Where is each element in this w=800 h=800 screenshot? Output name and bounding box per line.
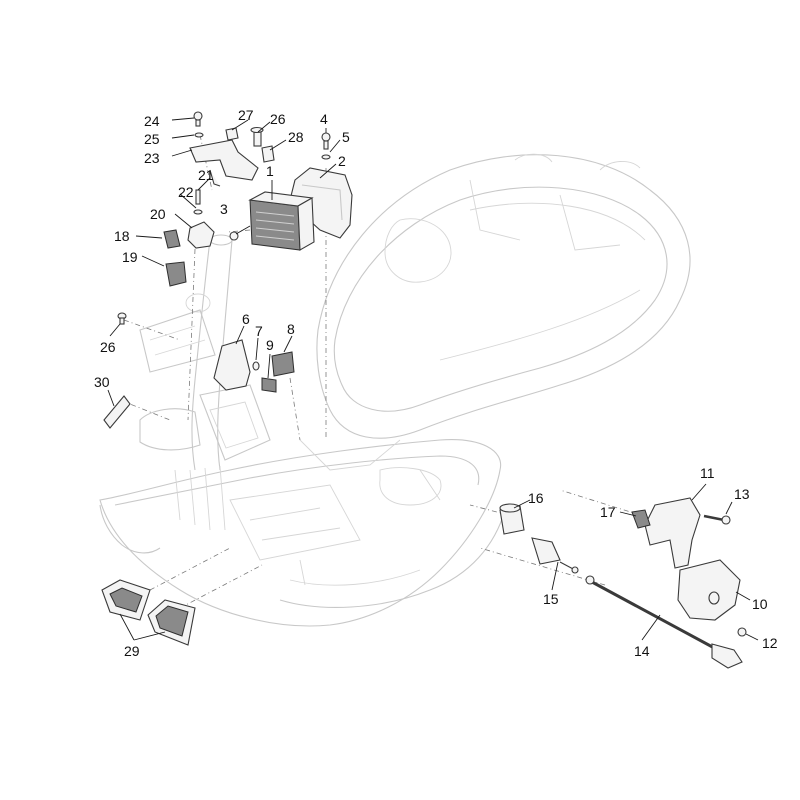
callout-3: 3 — [220, 201, 228, 217]
parts — [101, 111, 747, 669]
part-bracket-6 — [213, 339, 251, 391]
callout-15: 15 — [543, 591, 559, 607]
callout-19: 19 — [122, 249, 138, 265]
part-grilles-29 — [101, 579, 196, 646]
part-bushing-16 — [499, 503, 525, 535]
callout-1: 1 — [266, 163, 274, 179]
callout-24: 24 — [144, 113, 160, 129]
part-clip-28 — [261, 145, 275, 163]
part-screw-21 — [193, 189, 203, 215]
callout-26-top: 26 — [270, 111, 286, 127]
callout-2: 2 — [338, 153, 346, 169]
callout-17: 17 — [600, 504, 616, 520]
part-relay-8 — [271, 351, 295, 377]
part-voltage-regulator-1 — [248, 191, 315, 251]
part-bracket-2-detail — [301, 184, 343, 221]
callouts: 24 25 23 27 26 28 4 5 2 1 21 22 3 20 18 … — [94, 107, 778, 659]
part-bracket-23-leg — [209, 169, 221, 187]
callout-30: 30 — [94, 374, 110, 390]
part-7 — [252, 361, 260, 371]
callout-18: 18 — [114, 228, 130, 244]
callout-27: 27 — [238, 107, 254, 123]
callout-29: 29 — [124, 643, 140, 659]
callout-8: 8 — [287, 321, 295, 337]
part-fastener-26-top — [250, 126, 264, 147]
part-bolt-13 — [703, 514, 731, 525]
part-shock-mount-10 — [677, 559, 741, 621]
scooter-body-outline — [99, 153, 691, 627]
callout-7: 7 — [255, 323, 263, 339]
callout-20: 20 — [150, 206, 166, 222]
callout-22: 22 — [178, 184, 194, 200]
part-clamp-17 — [631, 509, 651, 529]
callout-14: 14 — [634, 643, 650, 659]
callout-23: 23 — [144, 150, 160, 166]
assembly-lines — [119, 134, 641, 609]
part-shock-mount-10-hole — [708, 591, 720, 605]
part-screw-24 — [193, 111, 204, 138]
callout-25: 25 — [144, 131, 160, 147]
part-clip-18 — [163, 229, 181, 249]
part-bolt-3 — [229, 225, 251, 241]
part-clip-27 — [225, 127, 239, 141]
part-clamp-20 — [187, 221, 215, 249]
callout-12: 12 — [762, 635, 778, 651]
callout-13: 13 — [734, 486, 750, 502]
callout-6: 6 — [242, 311, 250, 327]
part-fastener-26-left — [117, 312, 127, 325]
callout-28: 28 — [288, 129, 304, 145]
callout-16: 16 — [528, 490, 544, 506]
part-nut-12 — [737, 627, 747, 637]
callout-26-left: 26 — [100, 339, 116, 355]
callout-21: 21 — [198, 167, 214, 183]
leader-lines — [107, 117, 759, 641]
callout-10: 10 — [752, 596, 768, 612]
callout-5: 5 — [342, 129, 350, 145]
callout-9: 9 — [266, 337, 274, 353]
callout-4: 4 — [320, 111, 328, 127]
part-bracket-11 — [644, 497, 701, 569]
part-screw-4 — [321, 132, 331, 160]
callout-11: 11 — [700, 465, 715, 481]
part-sensor-9 — [261, 377, 277, 393]
part-rubber-19 — [165, 261, 187, 287]
part-silentblock-15 — [531, 537, 579, 574]
part-cover-30 — [103, 395, 131, 429]
part-long-bolt-14 — [585, 575, 743, 669]
part-bracket-23 — [189, 139, 259, 181]
